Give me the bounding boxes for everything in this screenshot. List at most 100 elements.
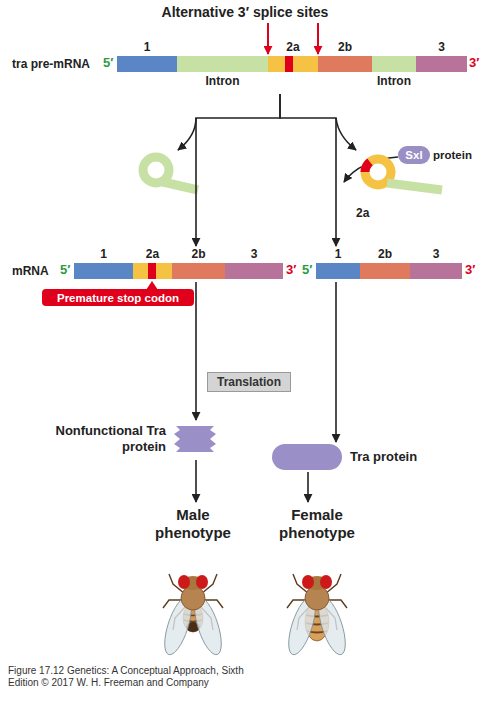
segment-label: 2a bbox=[356, 206, 369, 220]
exon-number: 1 bbox=[310, 247, 366, 261]
protein-word: protein bbox=[433, 148, 479, 162]
figure-caption: Figure 17.12 Genetics: A Conceptual Appr… bbox=[8, 665, 248, 689]
transcript-label: tra pre-mRNA bbox=[12, 57, 104, 71]
fly-abdomen bbox=[183, 604, 203, 632]
protein-name: Sxl bbox=[398, 148, 430, 162]
flow-arrow bbox=[196, 94, 280, 246]
intron-label: Intron bbox=[366, 74, 422, 88]
phenotype-panel: Male phenotype bbox=[128, 502, 258, 662]
exon-number: 2b bbox=[312, 40, 378, 54]
end-label: 3′ bbox=[469, 56, 481, 70]
protein-label: Tra protein bbox=[350, 450, 440, 464]
stop-codon-mark bbox=[148, 263, 156, 279]
fly-thorax bbox=[305, 586, 329, 610]
abdomen-stripes bbox=[184, 614, 202, 622]
end-label: 5′ bbox=[302, 263, 316, 277]
exon-segment: 2a bbox=[268, 56, 318, 72]
exon-segment: 2b bbox=[172, 263, 225, 279]
fly-abdomen bbox=[305, 603, 329, 641]
exon-segment: 1 bbox=[316, 263, 360, 279]
fly-head bbox=[306, 576, 328, 590]
end-label: 5′ bbox=[60, 263, 74, 277]
female-fly bbox=[283, 574, 351, 658]
stop-codon-box: Premature stop codon bbox=[42, 289, 194, 306]
process-label: Translation bbox=[208, 375, 290, 389]
intron-lariat bbox=[143, 157, 198, 190]
truncated-protein-outline bbox=[174, 426, 216, 452]
lariat-loop bbox=[365, 159, 391, 185]
end-label: 3′ bbox=[286, 263, 298, 277]
protein-shape bbox=[272, 444, 342, 470]
fly-head bbox=[182, 576, 204, 590]
exon-segment: 3 bbox=[225, 263, 283, 279]
stop-codon-mark bbox=[285, 56, 293, 72]
connector-layer bbox=[196, 94, 336, 502]
exon-lariat bbox=[365, 159, 442, 190]
stop-codon-mark bbox=[365, 162, 370, 172]
exon-segment: 2b bbox=[318, 56, 372, 72]
flow-arrow bbox=[195, 282, 197, 420]
figure-title: Alternative 3′ splice sites bbox=[70, 4, 420, 21]
fly-eye bbox=[302, 575, 314, 589]
protein-product: Nonfunctional Tra protein bbox=[48, 420, 218, 460]
process-box: Translation bbox=[207, 372, 291, 392]
stop-codon-text: Premature stop codon bbox=[42, 291, 194, 305]
sxl-arrow bbox=[344, 157, 398, 182]
end-label: 3′ bbox=[465, 263, 477, 277]
transcript-band: 12a2b3mRNA5′3′ bbox=[12, 246, 297, 282]
flow-arrow bbox=[280, 94, 336, 246]
exon-segment: 3 bbox=[416, 56, 467, 72]
exon-segment: 1 bbox=[117, 56, 177, 72]
protein-label: Nonfunctional Tra protein bbox=[48, 423, 166, 455]
fly-legs bbox=[163, 574, 223, 630]
exon-segment: 2a bbox=[133, 263, 172, 279]
splice-site-arrow bbox=[267, 23, 269, 54]
transcript-label: mRNA bbox=[12, 264, 58, 278]
lariat-tail bbox=[163, 182, 198, 190]
intron-segment: Intron bbox=[177, 56, 268, 72]
exon-number: 3 bbox=[219, 247, 289, 261]
exon-segment: 3 bbox=[410, 263, 462, 279]
exon-number: 2a bbox=[262, 40, 324, 54]
flow-arrow bbox=[307, 472, 309, 502]
lariat-arrow bbox=[336, 118, 356, 150]
fly-eye bbox=[178, 575, 190, 589]
fly-eye bbox=[320, 575, 332, 589]
splice-site-arrow bbox=[317, 23, 319, 54]
intron-segment: Intron bbox=[372, 56, 416, 72]
flow-arrow bbox=[335, 282, 337, 442]
transcript-band: 1Intron2a2bIntron3tra pre-mRNA5′3′ bbox=[12, 36, 480, 94]
lariat-loop bbox=[143, 157, 169, 183]
fly-wing bbox=[313, 594, 351, 657]
exon-number: 1 bbox=[68, 247, 139, 261]
exon-number: 2b bbox=[354, 247, 416, 261]
exon-segment: 2b bbox=[360, 263, 410, 279]
truncated-protein-shape bbox=[172, 426, 218, 452]
fly-thorax bbox=[181, 586, 205, 610]
phenotype-label: Male phenotype bbox=[148, 506, 238, 542]
exon-number: 2a bbox=[127, 247, 178, 261]
flow-arrow bbox=[195, 460, 197, 502]
fly-wing bbox=[159, 594, 197, 657]
exon-number: 2b bbox=[166, 247, 231, 261]
stop-codon-pointer bbox=[146, 281, 158, 290]
end-label: 5′ bbox=[103, 56, 117, 70]
lariat-arrow bbox=[178, 118, 196, 150]
fly-eye bbox=[196, 575, 208, 589]
exon-segment: 1 bbox=[74, 263, 133, 279]
transcript-band: 12b35′3′ bbox=[298, 246, 478, 282]
fly-wing bbox=[283, 594, 321, 657]
abdomen-tip bbox=[186, 622, 200, 632]
exon-number: 3 bbox=[410, 40, 473, 54]
phenotype-panel: Female phenotype bbox=[262, 502, 372, 662]
fly-wing bbox=[189, 594, 227, 657]
fly-legs bbox=[287, 574, 347, 630]
protein-product: Tra protein bbox=[272, 442, 442, 472]
lariat-tail bbox=[387, 183, 442, 190]
intron-label: Intron bbox=[171, 74, 274, 88]
exon-number: 1 bbox=[111, 40, 183, 54]
exon-number: 3 bbox=[404, 247, 468, 261]
phenotype-label: Female phenotype bbox=[272, 506, 362, 542]
